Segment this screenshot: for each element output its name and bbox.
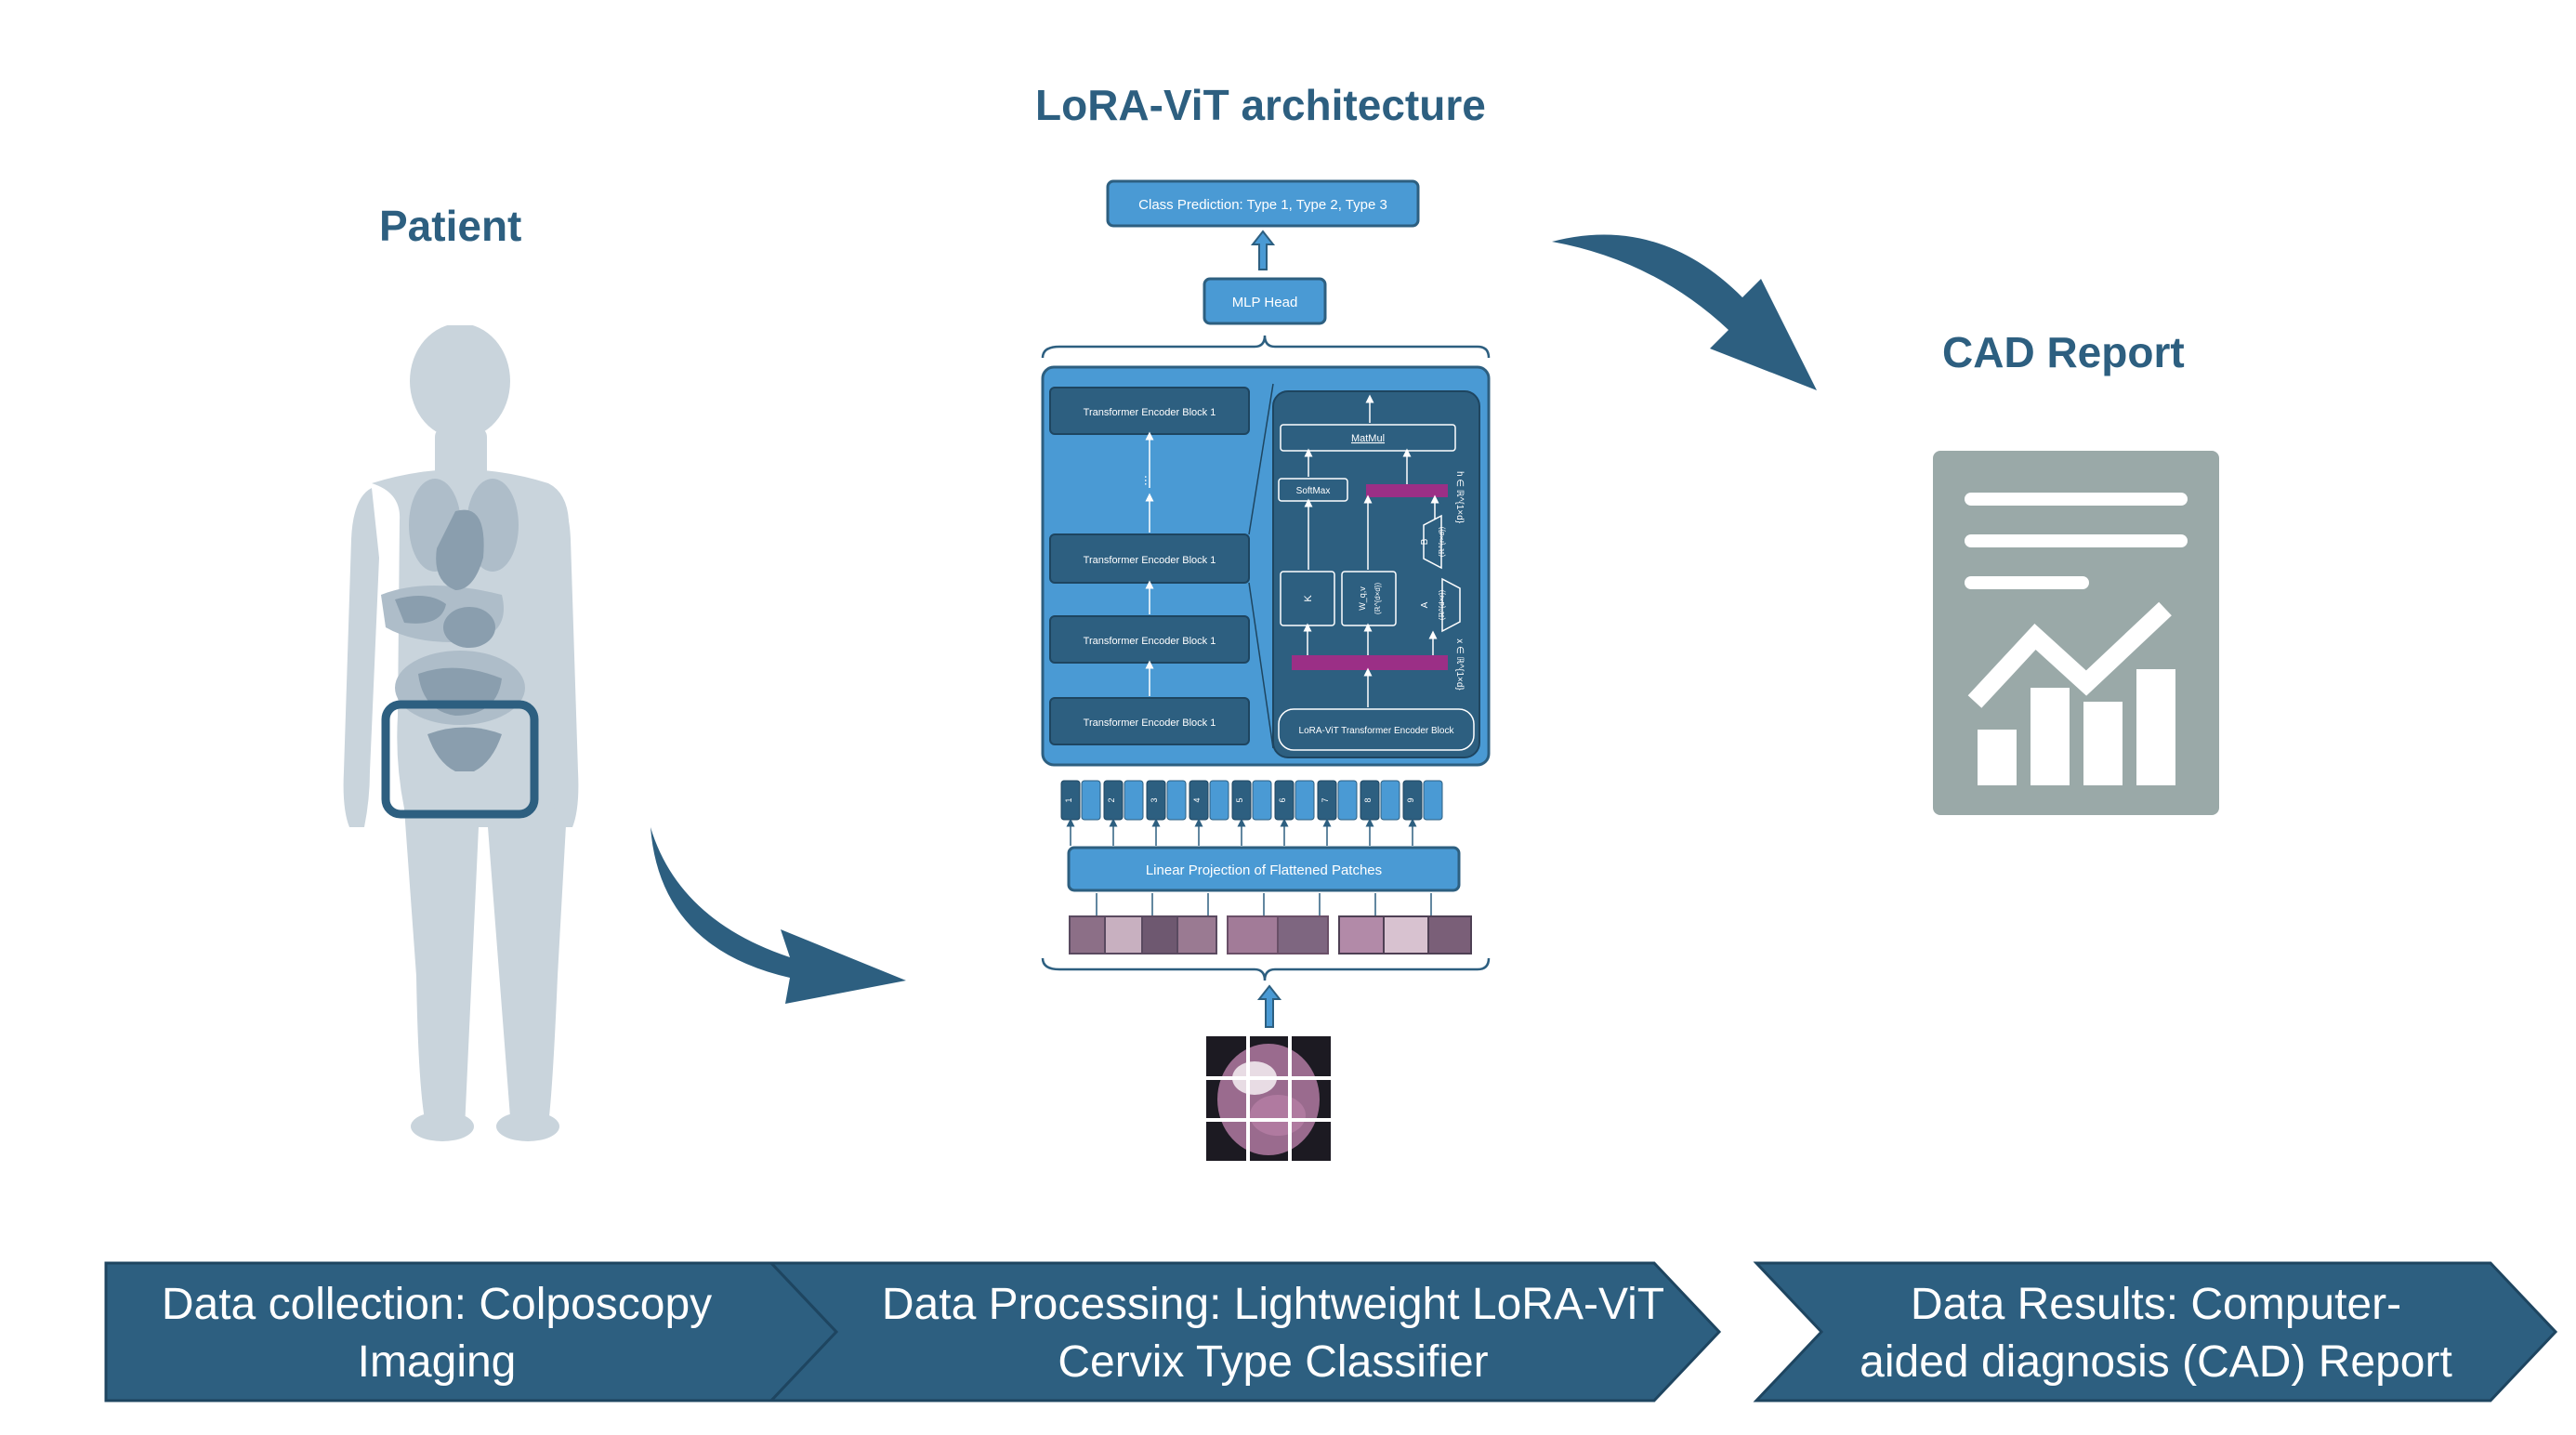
- class-prediction-label: Class Prediction: Type 1, Type 2, Type 3: [1138, 197, 1387, 213]
- arrow-architecture-to-report: [1552, 234, 1817, 390]
- h-dim-label: h ∈ ℝ^{1×d}: [1454, 471, 1465, 524]
- colposcopy-image: [1206, 1036, 1331, 1161]
- step-3-line-1: Data Results: Computer-: [1910, 1280, 2402, 1329]
- step-2-line-2: Cervix Type Classifier: [1058, 1337, 1489, 1387]
- softmax-label: SoftMax: [1296, 486, 1331, 496]
- step-1-label: Data collection: Colposcopy Imaging: [112, 1266, 762, 1402]
- pelvis-highlight-box: [381, 700, 539, 819]
- process-chevrons: [104, 1261, 2558, 1402]
- a-matrix-shape: [1441, 577, 1461, 633]
- x-input-bar: [1292, 655, 1448, 670]
- wqv-sub-label: (ℝ^{d×d}): [1373, 583, 1382, 615]
- arrow-patient-to-architecture: [651, 827, 906, 1004]
- class-prediction-box: [1106, 179, 1420, 228]
- encoder-block-label: Transformer Encoder Block 1: [1084, 407, 1216, 418]
- h-output-bar: [1366, 484, 1448, 497]
- lora-vit-diagram: Class Prediction: Type 1, Type 2, Type 3…: [1041, 179, 1491, 1161]
- patch-number: 3: [1150, 797, 1159, 802]
- linear-projection-box: [1067, 846, 1461, 892]
- patch-number: 5: [1235, 797, 1244, 802]
- patch-number: 9: [1406, 797, 1415, 802]
- step-3-line-2: aided diagnosis (CAD) Report: [1860, 1337, 2452, 1387]
- step-3-label: Data Results: Computer- aided diagnosis …: [1821, 1266, 2491, 1402]
- patient-title: Patient: [379, 202, 522, 250]
- patch-number: 4: [1192, 797, 1202, 802]
- architecture-title: LoRA-ViT architecture: [1035, 81, 1486, 129]
- wqv-box: [1341, 571, 1397, 626]
- linear-projection-label: Linear Projection of Flattened Patches: [1146, 862, 1382, 878]
- patch-number: 8: [1363, 797, 1373, 802]
- step-2-line-1: Data Processing: Lightweight LoRA-ViT: [881, 1280, 1665, 1329]
- report-title: CAD Report: [1942, 328, 2185, 376]
- step-2-chevron: [768, 1261, 1722, 1402]
- step-1-line-1: Data collection: Colposcopy: [161, 1280, 713, 1329]
- patch-number: 6: [1278, 797, 1287, 802]
- b-label: B: [1420, 538, 1430, 545]
- patch-number: 7: [1321, 797, 1330, 802]
- encoder-block-label: Transformer Encoder Block 1: [1084, 555, 1216, 566]
- patient-figure: [343, 325, 579, 1141]
- x-dim-label: x ∈ ℝ^{1×d}: [1454, 639, 1465, 691]
- lora-detail-panel: MatMul SoftMax h ∈ ℝ^{1×d} K W_q,v (ℝ^{d…: [1272, 390, 1480, 758]
- report-document-icon: [1933, 451, 2219, 815]
- ellipsis-label: ...: [1142, 475, 1157, 486]
- patch-number: 2: [1107, 797, 1116, 802]
- a-label: A: [1420, 601, 1430, 608]
- encoder-block-label: Transformer Encoder Block 1: [1084, 636, 1216, 647]
- encoder-block-label: Transformer Encoder Block 1: [1084, 718, 1216, 729]
- a-sub-label: (ℝ^{d×r}): [1438, 589, 1446, 620]
- patch-tokens: 1 2 3 4 5 6 7 8 9: [1060, 780, 1443, 846]
- b-matrix-shape: [1423, 514, 1442, 570]
- step-3-chevron: [1753, 1261, 2558, 1402]
- b-sub-label: (ℝ^{r×d}): [1438, 526, 1446, 557]
- step-2-label: Data Processing: Lightweight LoRA-ViT Ce…: [836, 1266, 1710, 1402]
- mlp-head-box: [1203, 277, 1327, 325]
- matmul-label: MatMul: [1351, 433, 1385, 444]
- mlp-head-label: MLP Head: [1232, 295, 1298, 310]
- encoder-stack: Transformer Encoder Block 1 ... Transfor…: [1049, 387, 1250, 745]
- k-label: K: [1303, 595, 1314, 602]
- patch-number: 1: [1064, 797, 1073, 802]
- lora-block-label: LoRA-ViT Transformer Encoder Block: [1299, 726, 1455, 736]
- flattened-patches: [1069, 915, 1472, 954]
- wqv-label: W_q,v: [1358, 586, 1367, 611]
- step-1-line-2: Imaging: [357, 1337, 517, 1387]
